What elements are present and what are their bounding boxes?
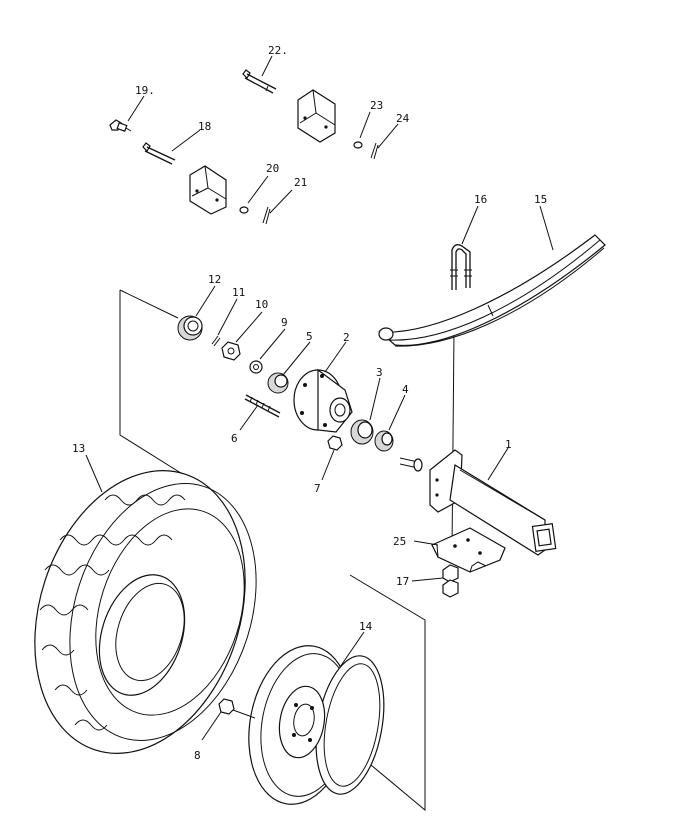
part-21-pin (262, 206, 271, 225)
part-15-leaf-spring (378, 234, 606, 347)
part-10-nut (221, 341, 241, 361)
callout-5: 5 (306, 330, 313, 343)
callout-9: 9 (281, 316, 288, 329)
callout-10: 10 (255, 298, 268, 311)
part-5-bearing (267, 372, 289, 394)
lower-bracket (189, 165, 227, 215)
part-17-nuts (442, 564, 459, 598)
callout-18: 18 (198, 120, 211, 133)
callout-14: 14 (359, 620, 373, 633)
part-19-grease-fitting (109, 119, 132, 132)
callout-13: 13 (72, 442, 85, 455)
part-25-plate (431, 527, 506, 573)
callout-3: 3 (376, 366, 383, 379)
callout-2: 2 (343, 331, 350, 344)
callout-21: 21 (294, 176, 307, 189)
callout-leaders (85, 55, 554, 741)
callout-6: 6 (231, 432, 238, 445)
callout-22: 22. (268, 44, 288, 57)
part-14-wheel-rim (248, 645, 385, 805)
callout-7: 7 (314, 482, 321, 495)
part-3-bearing (350, 419, 374, 445)
callout-numbers: 1 2 3 4 5 6 7 8 9 10 11 12 13 14 15 16 1… (72, 44, 547, 762)
callout-19: 19. (135, 84, 155, 97)
part-9-washer (249, 360, 263, 374)
part-16-u-bolt (450, 244, 472, 290)
callout-23: 23 (370, 99, 383, 112)
part-2-hub (293, 368, 353, 433)
part-23-washer (353, 141, 363, 149)
part-20-washer (239, 206, 249, 214)
callout-20: 20 (266, 162, 279, 175)
upper-bracket (297, 89, 336, 143)
callout-12: 12 (208, 273, 221, 286)
part-22-bolt (242, 69, 277, 94)
callout-24: 24 (396, 112, 410, 125)
callout-17: 17 (396, 575, 409, 588)
part-18-bolt (142, 142, 176, 165)
callout-11: 11 (232, 286, 245, 299)
part-4-seal (374, 430, 394, 452)
part-24-pin (370, 142, 379, 160)
callout-16: 16 (474, 193, 487, 206)
part-13-tire (34, 470, 257, 754)
part-12-cap (177, 315, 203, 341)
assembly-guide-lines (119, 289, 455, 812)
callout-4: 4 (402, 383, 409, 396)
part-8-nut (218, 698, 235, 715)
callout-15: 15 (534, 193, 547, 206)
callout-25: 25 (393, 535, 406, 548)
callout-1: 1 (505, 438, 512, 451)
callout-8: 8 (194, 749, 201, 762)
part-7-nut (327, 435, 343, 451)
part-1-axle (399, 449, 557, 556)
part-11-cotter-pin (211, 335, 221, 347)
part-6-stud (244, 394, 281, 418)
